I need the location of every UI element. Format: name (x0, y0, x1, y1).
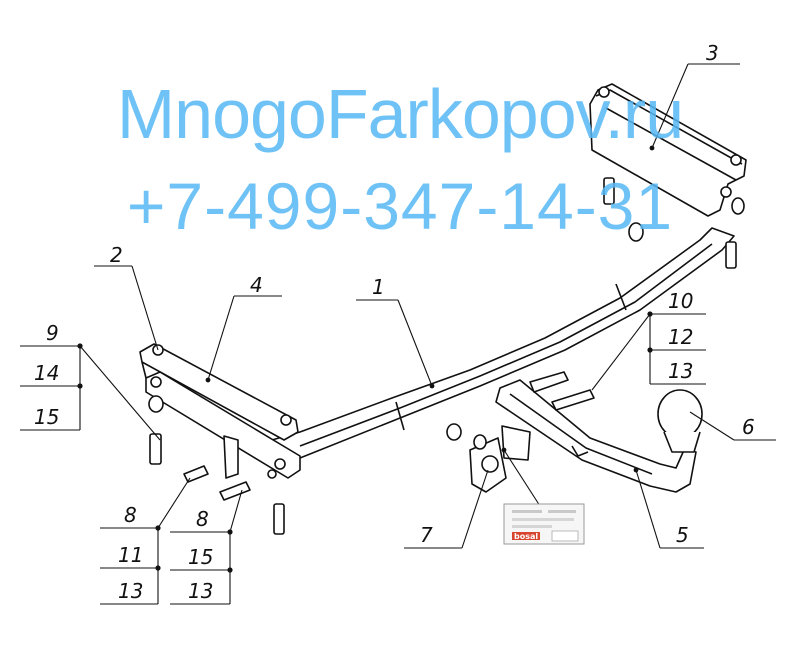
neck-bolts (529, 371, 595, 411)
callout-10: 10 (668, 289, 693, 313)
callout-13-mid: 13 (188, 579, 213, 603)
callout-12: 12 (668, 325, 693, 349)
main-crossbar (271, 227, 735, 467)
callout-13-right: 13 (668, 359, 693, 383)
callout-9: 9 (46, 321, 59, 345)
callout-1: 1 (372, 275, 385, 299)
callout-6: 6 (742, 415, 755, 439)
tow-ball (657, 389, 703, 453)
callout-11: 11 (118, 543, 143, 567)
callout-7: 7 (420, 523, 433, 547)
callout-8-right: 8 (196, 507, 209, 531)
socket-mount (446, 423, 531, 493)
callout-8-left: 8 (124, 503, 137, 527)
plate-brand: bosal (514, 532, 538, 541)
tow-neck (495, 379, 697, 493)
callout-4: 4 (250, 273, 263, 297)
leader-dots (77, 145, 655, 573)
label-plate: bosal (503, 503, 585, 545)
callout-3: 3 (706, 41, 719, 65)
callout-13-left: 13 (118, 579, 143, 603)
callout-15-right: 15 (188, 545, 213, 569)
right-bracket-bolts (603, 177, 745, 269)
plate-brand-badge (512, 532, 540, 540)
right-bracket (589, 83, 747, 217)
callout-14: 14 (34, 361, 59, 385)
callout-5: 5 (676, 523, 689, 547)
left-bracket (139, 343, 301, 479)
callout-15-left: 15 (34, 405, 59, 429)
callout-2: 2 (110, 243, 123, 267)
